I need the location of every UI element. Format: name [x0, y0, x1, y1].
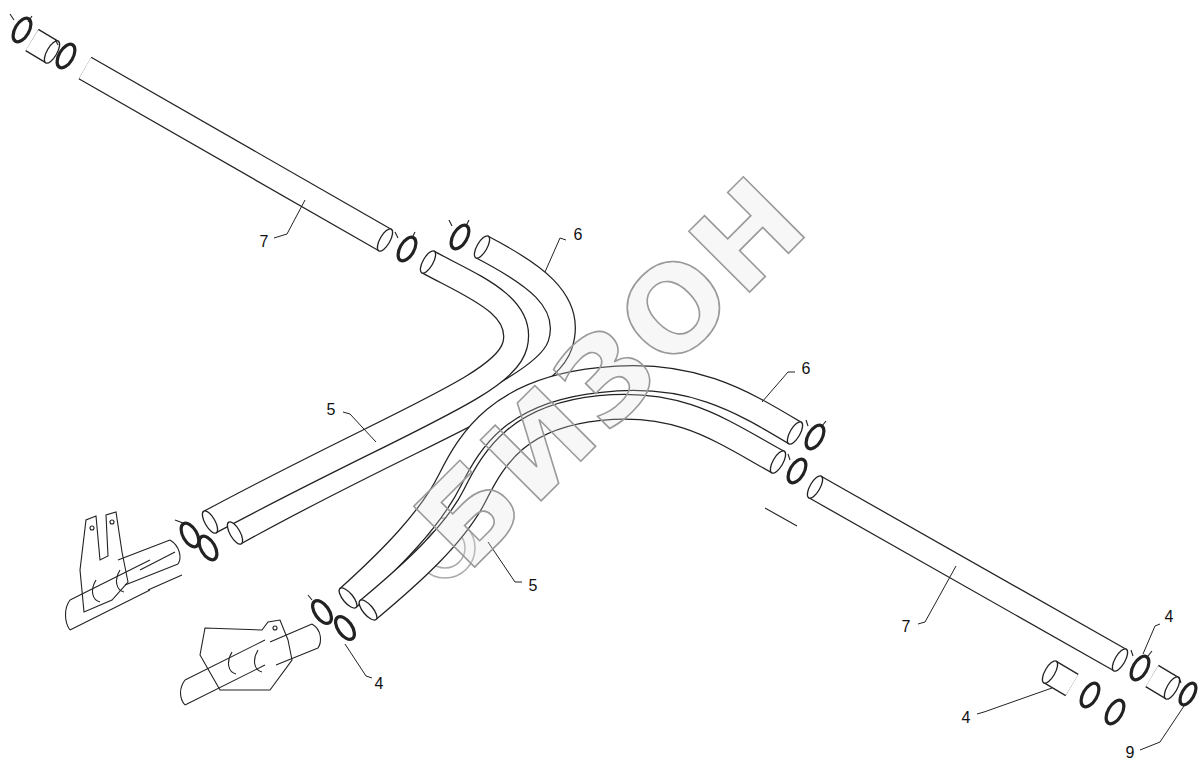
callout-number: 7 — [259, 234, 270, 250]
callout-number: 6 — [573, 227, 584, 243]
mounting-bracket — [66, 512, 183, 630]
clamp — [447, 220, 472, 252]
clamp — [802, 420, 827, 452]
clamp — [332, 613, 358, 642]
clamp — [1077, 680, 1102, 710]
clamp — [1177, 677, 1199, 707]
mounting-bracket — [181, 620, 321, 705]
callout-number: 6 — [801, 361, 812, 377]
callout-number: 4 — [961, 710, 972, 726]
clamp — [53, 39, 78, 71]
clamp — [784, 454, 809, 486]
clamp — [1102, 697, 1127, 727]
clamp — [1127, 650, 1152, 683]
clamp — [308, 595, 335, 627]
callout-number: 7 — [901, 619, 912, 635]
callout-number: 5 — [528, 578, 539, 594]
straight-hose — [804, 474, 1130, 674]
callout-number: 5 — [326, 402, 337, 418]
clamp — [9, 14, 34, 45]
straight-hose — [85, 68, 396, 253]
watermark: БИЗОН — [396, 156, 827, 587]
callout-number: 9 — [1125, 745, 1136, 761]
centre-line — [765, 508, 797, 526]
coupling — [1039, 659, 1072, 686]
clamp — [394, 232, 419, 264]
hose-end — [224, 520, 245, 547]
callout-number: 4 — [374, 676, 385, 692]
coupling — [1152, 675, 1183, 702]
clamp — [195, 533, 220, 563]
callout-number: 4 — [1164, 609, 1175, 625]
